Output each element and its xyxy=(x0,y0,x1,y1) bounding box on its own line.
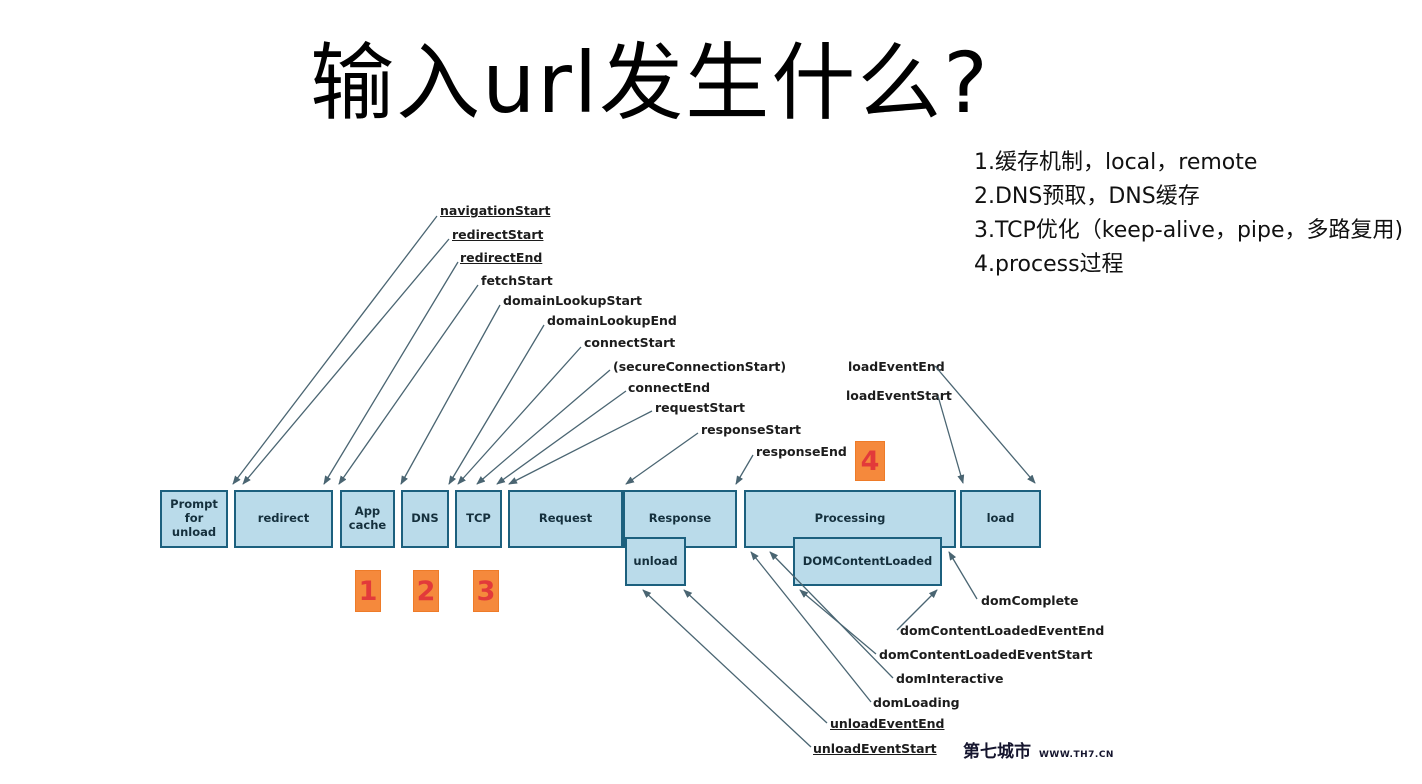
note-line-1: 1.缓存机制，local，remote xyxy=(974,150,1258,175)
box-app-cache: App cache xyxy=(340,490,395,548)
watermark-site-name: 第七城市 xyxy=(963,742,1031,762)
note-line-2: 2.DNS预取，DNS缓存 xyxy=(974,184,1200,209)
box-domcontentloaded: DOMContentLoaded xyxy=(793,537,942,586)
badge-2: 2 xyxy=(413,570,439,612)
timing-label-redirect-start: redirectStart xyxy=(452,227,544,242)
timing-label-navigation-start: navigationStart xyxy=(440,203,551,218)
timing-label-dom-content-loaded-event-end: domContentLoadedEventEnd xyxy=(900,623,1105,638)
timing-label-unload-event-start: unloadEventStart xyxy=(813,741,937,756)
timing-label-dom-interactive: domInteractive xyxy=(896,671,1004,686)
box-request: Request xyxy=(508,490,623,548)
timing-label-domain-lookup-end: domainLookupEnd xyxy=(547,313,677,328)
timing-label-dom-content-loaded-event-start: domContentLoadedEventStart xyxy=(879,647,1093,662)
watermark: 第七城市 WWW.TH7.CN xyxy=(963,737,1114,762)
timing-label-secure-connection-start: (secureConnectionStart) xyxy=(613,359,787,374)
timing-label-dom-loading: domLoading xyxy=(873,695,960,710)
timing-label-response-end: responseEnd xyxy=(756,444,847,459)
notes-list: 1.缓存机制，local，remote 2.DNS预取，DNS缓存 3.TCP优… xyxy=(974,146,1403,282)
badge-4: 4 xyxy=(855,441,885,481)
timing-label-load-event-start: loadEventStart xyxy=(846,388,952,403)
box-redirect: redirect xyxy=(234,490,333,548)
timing-label-unload-event-end: unloadEventEnd xyxy=(830,716,945,731)
timing-label-redirect-end: redirectEnd xyxy=(460,250,543,265)
page-title: 输入url发生什么? xyxy=(310,34,990,132)
timing-label-connect-start: connectStart xyxy=(584,335,676,350)
timing-label-dom-complete: domComplete xyxy=(981,593,1079,608)
timing-label-connect-end: connectEnd xyxy=(628,380,711,395)
timing-label-load-event-end: loadEventEnd xyxy=(848,359,945,374)
box-load: load xyxy=(960,490,1041,548)
badge-1: 1 xyxy=(355,570,381,612)
box-dns: DNS xyxy=(401,490,449,548)
note-line-3: 3.TCP优化（keep-alive，pipe，多路复用) xyxy=(974,218,1404,243)
note-line-4: 4.process过程 xyxy=(974,252,1124,277)
timing-label-domain-lookup-start: domainLookupStart xyxy=(503,293,643,308)
box-prompt-for-unload: Prompt for unload xyxy=(160,490,228,548)
watermark-site-url: WWW.TH7.CN xyxy=(1039,750,1114,760)
box-unload: unload xyxy=(625,537,686,586)
timing-label-response-start: responseStart xyxy=(701,422,801,437)
badge-3: 3 xyxy=(473,570,499,612)
box-tcp: TCP xyxy=(455,490,502,548)
timing-label-request-start: requestStart xyxy=(655,400,745,415)
timing-label-fetch-start: fetchStart xyxy=(481,273,553,288)
